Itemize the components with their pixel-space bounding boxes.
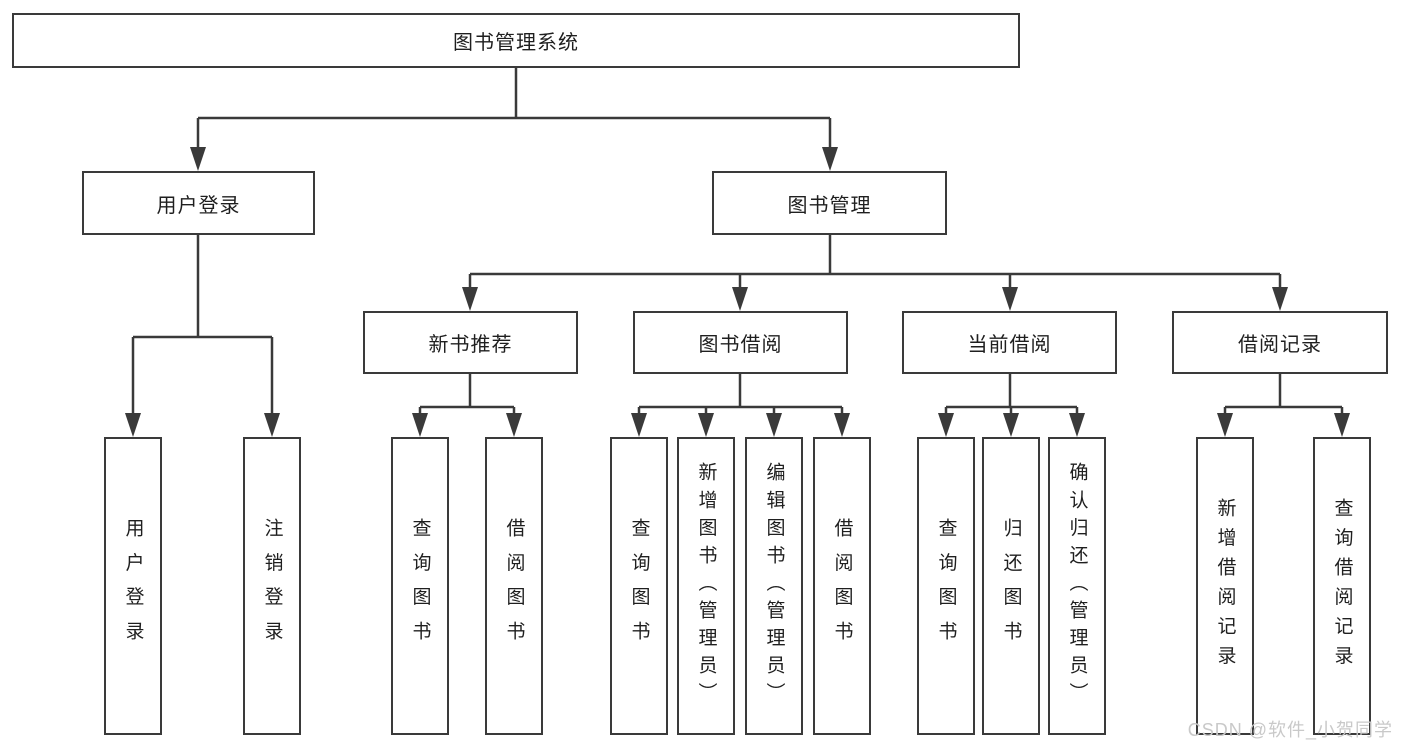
leaf-confirm-return-admin: 确认归还（管理员） — [1048, 437, 1106, 735]
node-borrow-records: 借阅记录 — [1172, 311, 1388, 374]
leaf-query-borrow-record: 查询借阅记录 — [1313, 437, 1371, 735]
node-label: 用户登录 — [156, 194, 241, 217]
node-new-book-recommend: 新书推荐 — [363, 311, 578, 374]
leaf-borrow-books-recommend: 借阅图书 — [485, 437, 543, 735]
node-label: 图书管理 — [787, 194, 872, 217]
leaf-label: 归还图书 — [1000, 517, 1022, 655]
leaf-label: 借阅图书 — [831, 517, 853, 655]
leaf-label: 新增借阅记录 — [1214, 497, 1236, 675]
leaf-label: 新增图书（管理员） — [695, 462, 717, 710]
leaf-return-books: 归还图书 — [982, 437, 1040, 735]
leaf-logout: 注销登录 — [243, 437, 301, 735]
node-label: 借阅记录 — [1238, 334, 1322, 356]
node-label: 新书推荐 — [428, 334, 513, 356]
arrowheads — [125, 147, 1350, 437]
leaf-edit-books-admin: 编辑图书（管理员） — [745, 437, 803, 735]
leaf-label: 编辑图书（管理员） — [763, 462, 785, 710]
leaf-user-login: 用户登录 — [104, 437, 162, 735]
leaf-add-borrow-record: 新增借阅记录 — [1196, 437, 1254, 735]
node-current-borrow: 当前借阅 — [902, 311, 1117, 374]
connector-wires — [131, 68, 1344, 416]
leaf-label: 确认归还（管理员） — [1066, 462, 1088, 710]
leaf-label: 查询图书 — [409, 517, 431, 655]
leaf-label: 借阅图书 — [503, 517, 525, 655]
leaf-query-books-recommend: 查询图书 — [391, 437, 449, 735]
node-label: 图书管理系统 — [453, 32, 579, 54]
leaf-query-books-borrow: 查询图书 — [610, 437, 668, 735]
node-book-management: 图书管理 — [712, 171, 947, 235]
leaf-add-books-admin: 新增图书（管理员） — [677, 437, 735, 735]
leaf-label: 注销登录 — [261, 517, 283, 655]
node-label: 当前借阅 — [967, 334, 1052, 356]
leaf-label: 查询借阅记录 — [1331, 497, 1353, 675]
leaf-label: 用户登录 — [122, 517, 144, 655]
node-user-login: 用户登录 — [82, 171, 315, 235]
leaf-query-books-current: 查询图书 — [917, 437, 975, 735]
node-label: 图书借阅 — [698, 334, 783, 356]
leaf-label: 查询图书 — [935, 517, 957, 655]
leaf-label: 查询图书 — [628, 517, 650, 655]
leaf-borrow-books: 借阅图书 — [813, 437, 871, 735]
node-library-management-system: 图书管理系统 — [12, 13, 1020, 68]
node-book-borrow: 图书借阅 — [633, 311, 848, 374]
watermark-text: CSDN @软件_小贺同学 — [1187, 720, 1393, 740]
